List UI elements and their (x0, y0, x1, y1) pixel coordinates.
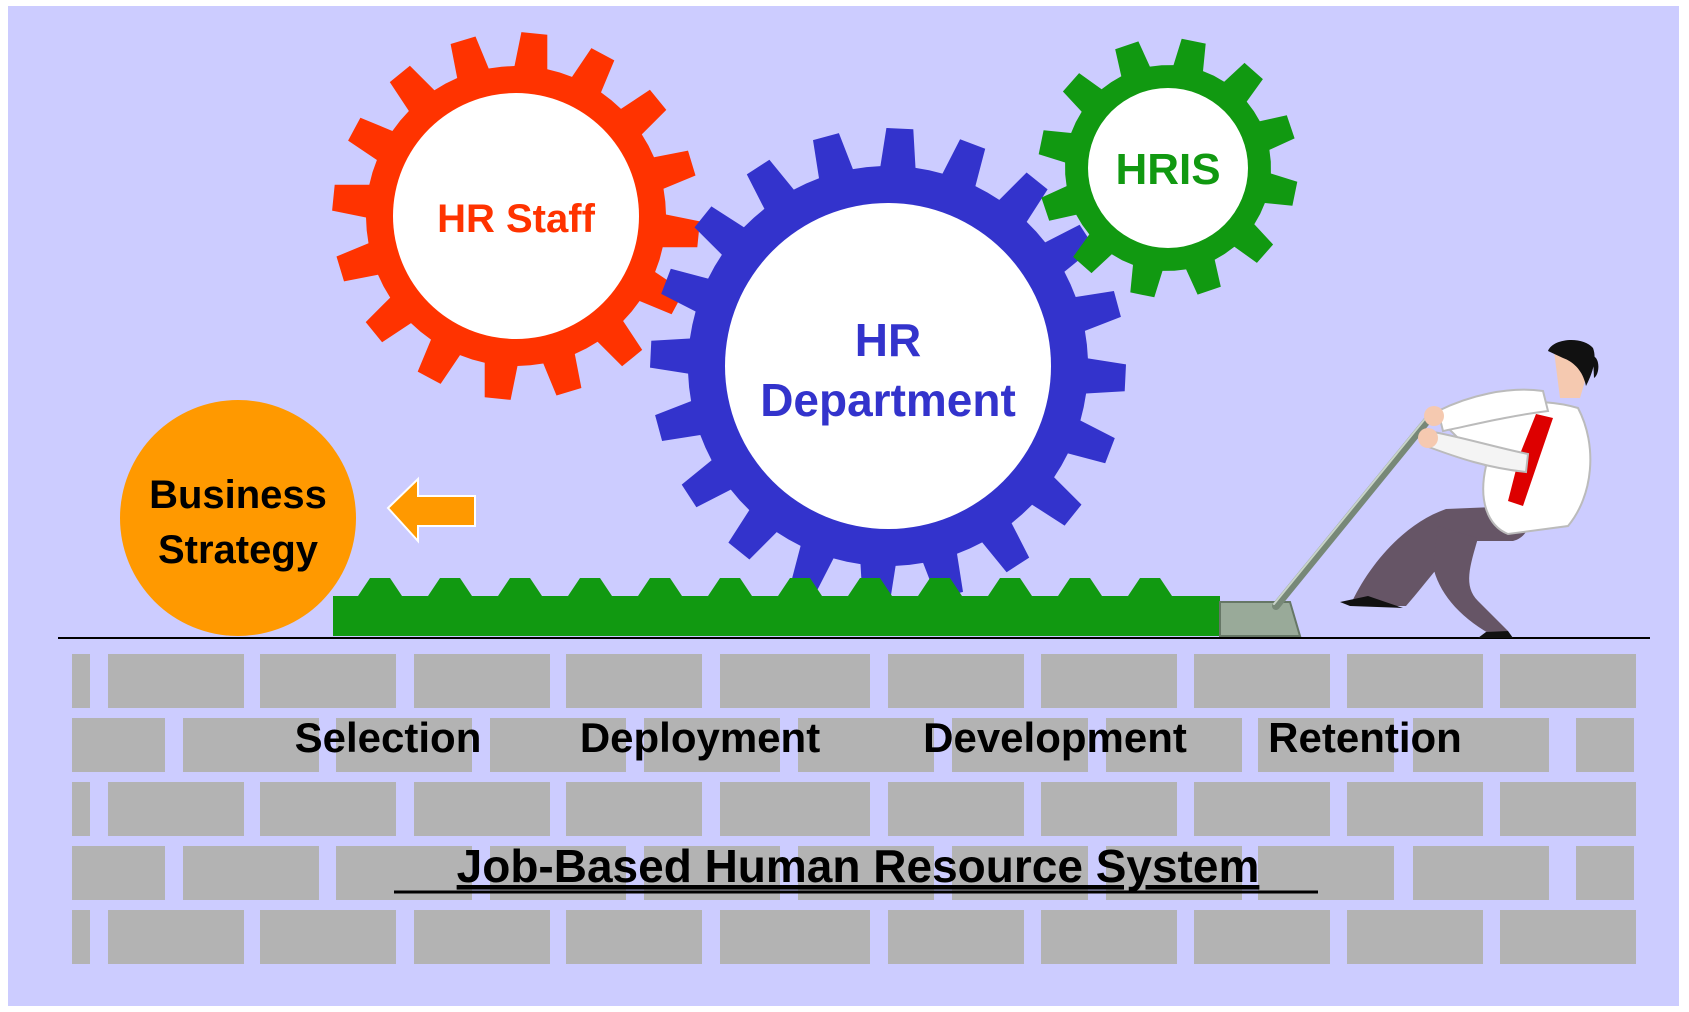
wall-brick (490, 718, 626, 772)
wall-brick (1041, 910, 1177, 964)
wall-brick (888, 654, 1024, 708)
lever-base (1219, 601, 1302, 637)
hr-staff-label: HR Staff (437, 197, 595, 241)
wall-brick (1500, 782, 1636, 836)
hr-department-label-line2: Department (760, 374, 1016, 426)
hr-staff-gear-hub (393, 93, 639, 339)
left-arrow-icon (386, 476, 476, 544)
lever-rod-highlight (1273, 413, 1430, 605)
wall-brick (1194, 782, 1330, 836)
wall-brick (72, 910, 90, 964)
wall-brick (1500, 654, 1636, 708)
wall-brick (72, 782, 90, 836)
wall-brick (720, 910, 870, 964)
business-strategy-line1: Business (149, 473, 327, 517)
wall-brick (414, 910, 550, 964)
wall-brick (566, 654, 702, 708)
function-label-deployment: Deployment (580, 714, 820, 761)
function-label-development: Development (923, 714, 1187, 761)
hr-department-label-line1: HR (855, 314, 921, 366)
wall-brick (1576, 846, 1634, 900)
wall-brick (1413, 846, 1549, 900)
wall-brick (72, 846, 165, 900)
wall-brick (183, 846, 319, 900)
hr-department-gear-hub (725, 203, 1051, 529)
wall-brick (1413, 718, 1549, 772)
wall-brick (720, 654, 870, 708)
wall-brick (566, 910, 702, 964)
wall-brick (1347, 654, 1483, 708)
wall-brick (108, 910, 244, 964)
wall-brick (1106, 718, 1242, 772)
businessman-figure (1340, 340, 1599, 638)
wall-brick (414, 782, 550, 836)
wall-brick (798, 718, 934, 772)
wall-brick (1041, 782, 1177, 836)
wall-brick (720, 782, 870, 836)
wall-brick (888, 782, 1024, 836)
wall-brick (952, 718, 1088, 772)
wall-brick (888, 910, 1024, 964)
wall-brick (183, 718, 319, 772)
wall-brick (644, 718, 780, 772)
wall-brick (414, 654, 550, 708)
gear-rack (333, 578, 1220, 636)
wall-brick (1500, 910, 1636, 964)
wall-brick (108, 654, 244, 708)
wall-brick (260, 654, 396, 708)
function-label-retention: Retention (1268, 714, 1462, 761)
wall-brick (1041, 654, 1177, 708)
wall-brick (1258, 718, 1394, 772)
wall-brick (72, 654, 90, 708)
wall-brick (260, 782, 396, 836)
hris-gear-hub (1088, 88, 1248, 248)
hris-label: HRIS (1115, 145, 1220, 194)
hr-gears-diagram: HR Staff HR Department HRIS Business Str… (58, 32, 1650, 964)
lever-rod (1272, 412, 1435, 610)
brick-wall (72, 654, 1636, 964)
wall-brick (1347, 910, 1483, 964)
function-label-selection: Selection (295, 714, 482, 761)
wall-brick (260, 910, 396, 964)
business-strategy-line2: Strategy (158, 528, 319, 572)
business-strategy-circle (120, 400, 356, 636)
wall-brick (1347, 782, 1483, 836)
foundation-label: Job-Based Human Resource System (457, 840, 1260, 892)
wall-brick (1194, 910, 1330, 964)
wall-brick (1194, 654, 1330, 708)
wall-brick (108, 782, 244, 836)
wall-brick (1576, 718, 1634, 772)
diagram-canvas: HR Staff HR Department HRIS Business Str… (8, 6, 1679, 1006)
wall-brick (336, 718, 472, 772)
wall-brick (72, 718, 165, 772)
wall-brick (566, 782, 702, 836)
